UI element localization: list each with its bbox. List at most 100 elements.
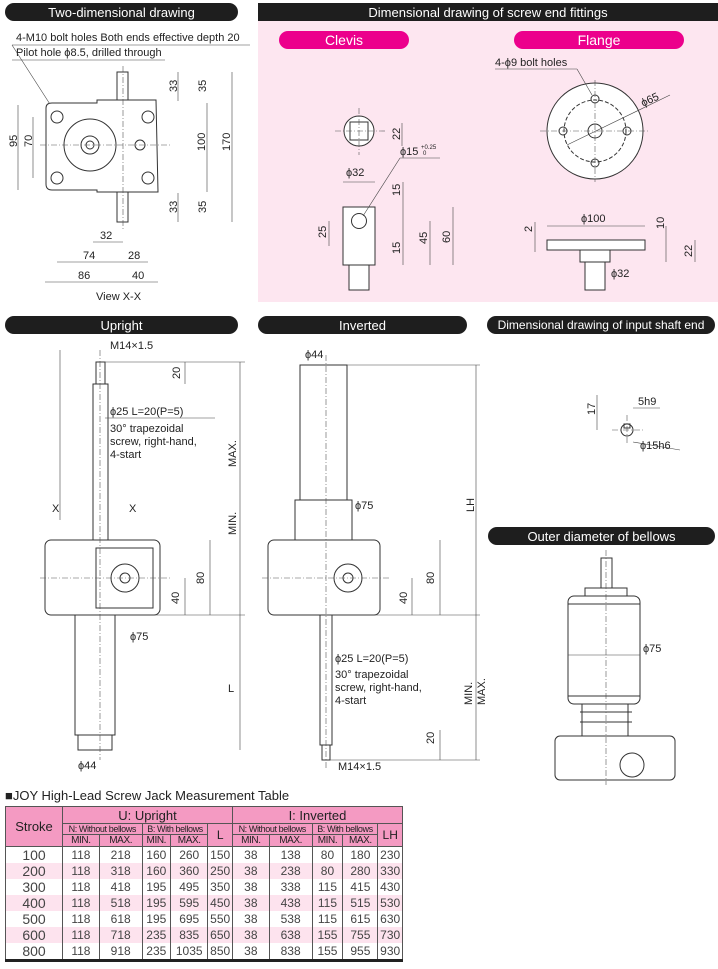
group-upright: U: Upright [62,806,233,824]
table-cell: 280 [342,863,379,879]
inverted-drawing: ϕ44 ϕ75 LH 80 40 ϕ25 L=20(P=5) 30° trape… [262,349,488,773]
col-max: MAX. [342,834,379,847]
dim-35-top: 35 [197,80,209,92]
col-max: MAX. [169,834,209,847]
col-L: L [207,823,233,847]
clevis-pin-diameter: ϕ15 [400,146,418,158]
stroke-cell: 100 [5,846,63,863]
inverted-dim-40: 40 [398,592,410,604]
dim-40: 40 [132,270,144,282]
table-cell: 195 [141,911,172,927]
inverted-max-label: MAX. [476,678,488,705]
clevis-dim-15-bottom: 15 [391,242,403,254]
section-marker-x-right: X [129,503,137,515]
input-shaft-drawing: 17 5h9 ϕ15h6 [586,395,681,452]
table-cell: 430 [377,879,403,895]
table-cell: 195 [141,895,172,911]
table-cell: 115 [311,879,344,895]
table-cell: 595 [169,895,209,911]
table-cell: 530 [377,895,403,911]
table-cell: 1035 [169,943,209,962]
two-dimensional-drawing: 4-M10 bolt holes Both ends effective dep… [8,32,250,303]
inverted-dim-20: 20 [425,732,437,744]
table-cell: 260 [169,846,209,863]
stroke-cell: 400 [5,895,63,911]
clevis-header: Clevis [279,31,409,49]
table-cell: 550 [207,911,233,927]
group-inverted: I: Inverted [231,806,404,824]
table-cell: 695 [169,911,209,927]
clevis-tolerance-lower: 0 [423,151,427,157]
inverted-dim-LH: LH [465,498,477,512]
flange-dim-phi100: ϕ100 [581,213,606,225]
table-cell: 618 [98,911,143,927]
clevis-tolerance-upper: +0.25 [421,145,437,151]
table-cell: 495 [169,879,209,895]
screw-end-fittings-panel [258,3,718,302]
view-label: View X-X [96,291,142,303]
table-cell: 515 [342,895,379,911]
table-cell: 835 [169,927,209,943]
table-cell: 350 [207,879,233,895]
flange-dim-phi65: ϕ65 [639,91,661,110]
bolt-hole-note: 4-M10 bolt holes Both ends effective dep… [16,32,240,44]
table-cell: 118 [62,911,100,927]
flange-bolt-note: 4-ϕ9 bolt holes [495,57,568,69]
table-cell: 118 [62,927,100,943]
inverted-thread-label: M14×1.5 [338,761,381,773]
table-cell: 180 [342,846,379,863]
technical-drawings: 4-M10 bolt holes Both ends effective dep… [8,32,696,785]
bellows-header: Outer diameter of bellows [488,527,715,545]
upright-dim-L: L [228,683,234,695]
col-max: MAX. [268,834,313,847]
table-cell: 718 [98,927,143,943]
table-cell: 235 [141,943,172,962]
table-cell: 160 [141,846,172,863]
table-cell: 150 [207,846,233,863]
dim-74: 74 [83,250,95,262]
upright-dim-40: 40 [170,592,182,604]
table-cell: 538 [268,911,313,927]
upright-dim-phi75: ϕ75 [130,631,148,643]
table-cell: 118 [62,863,100,879]
table-cell: 238 [268,863,313,879]
upright-screw-line2: 30° trapezoidal [110,423,184,435]
dim-33-top: 33 [168,80,180,92]
table-cell: 80 [311,863,344,879]
upright-dim-80: 80 [195,572,207,584]
table-cell: 38 [231,927,270,943]
inverted-screw-line2: 30° trapezoidal [335,669,409,681]
dim-95: 95 [8,135,20,147]
table-cell: 318 [98,863,143,879]
table-cell: 615 [342,911,379,927]
table-cell: 338 [268,879,313,895]
stroke-cell: 500 [5,911,63,927]
table-cell: 418 [98,879,143,895]
upright-screw-line4: 4-start [110,449,141,461]
upright-screw-spec: ϕ25 L=20(P=5) [110,406,183,418]
upright-max-label: MAX. [227,440,239,467]
upright-min-label: MIN. [227,512,239,535]
clevis-dim-22: 22 [391,128,403,140]
table-cell: 650 [207,927,233,943]
table-cell: 850 [207,943,233,962]
col-stroke: Stroke [5,806,63,847]
inverted-dim-phi75: ϕ75 [355,500,373,512]
dim-86: 86 [78,270,90,282]
table-cell: 235 [141,927,172,943]
table-cell: 160 [141,863,172,879]
clevis-dim-45: 45 [418,232,430,244]
input-shaft-dim-17: 17 [586,403,598,415]
table-cell: 438 [268,895,313,911]
section-marker-x-left: X [52,503,60,515]
table-cell: 38 [231,943,270,962]
fittings-header: Dimensional drawing of screw end fitting… [258,3,718,21]
flange-header: Flange [514,31,684,49]
dim-28: 28 [128,250,140,262]
table-cell: 118 [62,879,100,895]
upright-dim-phi44: ϕ44 [78,760,96,772]
table-cell: 38 [231,879,270,895]
